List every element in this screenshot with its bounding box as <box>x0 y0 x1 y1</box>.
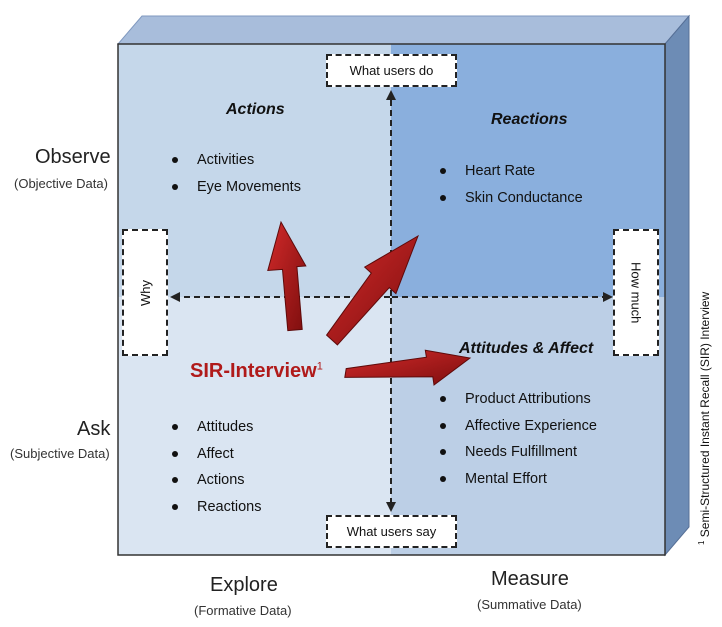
axis-label-how-much-text: How much <box>628 261 644 324</box>
list-item: Mental Effort <box>437 469 597 496</box>
list-item: Product Attributions <box>437 389 597 416</box>
column-sublabel-measure: (Summative Data) <box>477 597 582 612</box>
list-item: Reactions <box>169 497 261 524</box>
row-sublabel-observe: (Objective Data) <box>14 176 108 191</box>
list-item: Activities <box>169 150 301 177</box>
list-attitudes-affect: Product Attributions Affective Experienc… <box>437 389 597 495</box>
list-item: Actions <box>169 470 261 497</box>
list-actions: Activities Eye Movements <box>169 150 301 203</box>
list-item: Skin Conductance <box>437 188 583 215</box>
box-front-border <box>117 43 666 556</box>
axis-label-what-users-say: What users say <box>326 515 457 548</box>
list-item: Attitudes <box>169 417 261 444</box>
list-ask: Attitudes Affect Actions Reactions <box>169 417 261 523</box>
list-item: Affective Experience <box>437 416 597 443</box>
row-sublabel-ask: (Subjective Data) <box>10 446 110 461</box>
footnote: 1 Semi-Structured Instant Recall (SIR) I… <box>697 292 712 545</box>
sir-interview-label: SIR-Interview1 <box>190 360 323 383</box>
footnote-marker: 1 <box>697 540 706 545</box>
axis-label-why: Why <box>122 229 168 356</box>
arrow-to-reactions <box>325 234 419 346</box>
arrow-to-actions <box>267 220 307 332</box>
box-side-face <box>664 14 690 557</box>
arrow-to-attitudes <box>344 349 472 386</box>
footnote-text: Semi-Structured Instant Recall (SIR) Int… <box>698 291 712 538</box>
axis-label-what-users-do: What users do <box>326 54 457 87</box>
list-item: Eye Movements <box>169 177 301 204</box>
column-label-explore: Explore <box>210 574 278 596</box>
row-label-observe: Observe <box>35 146 111 168</box>
list-item: Affect <box>169 444 261 471</box>
quadrant-title-attitudes-affect: Attitudes & Affect <box>459 340 594 357</box>
sir-interview-text: SIR-Interview <box>190 360 317 382</box>
quadrant-title-actions: Actions <box>226 101 285 118</box>
row-label-ask: Ask <box>77 418 111 440</box>
column-sublabel-explore: (Formative Data) <box>194 603 292 618</box>
box-top-face <box>116 15 691 45</box>
axis-label-how-much: How much <box>613 229 659 356</box>
quadrant-title-reactions: Reactions <box>491 111 568 128</box>
list-item: Heart Rate <box>437 161 583 188</box>
column-label-measure: Measure <box>491 568 569 590</box>
axis-label-why-text: Why <box>137 279 153 306</box>
sir-interview-superscript: 1 <box>316 360 323 373</box>
list-reactions: Heart Rate Skin Conductance <box>437 161 583 214</box>
list-item: Needs Fulfillment <box>437 442 597 469</box>
